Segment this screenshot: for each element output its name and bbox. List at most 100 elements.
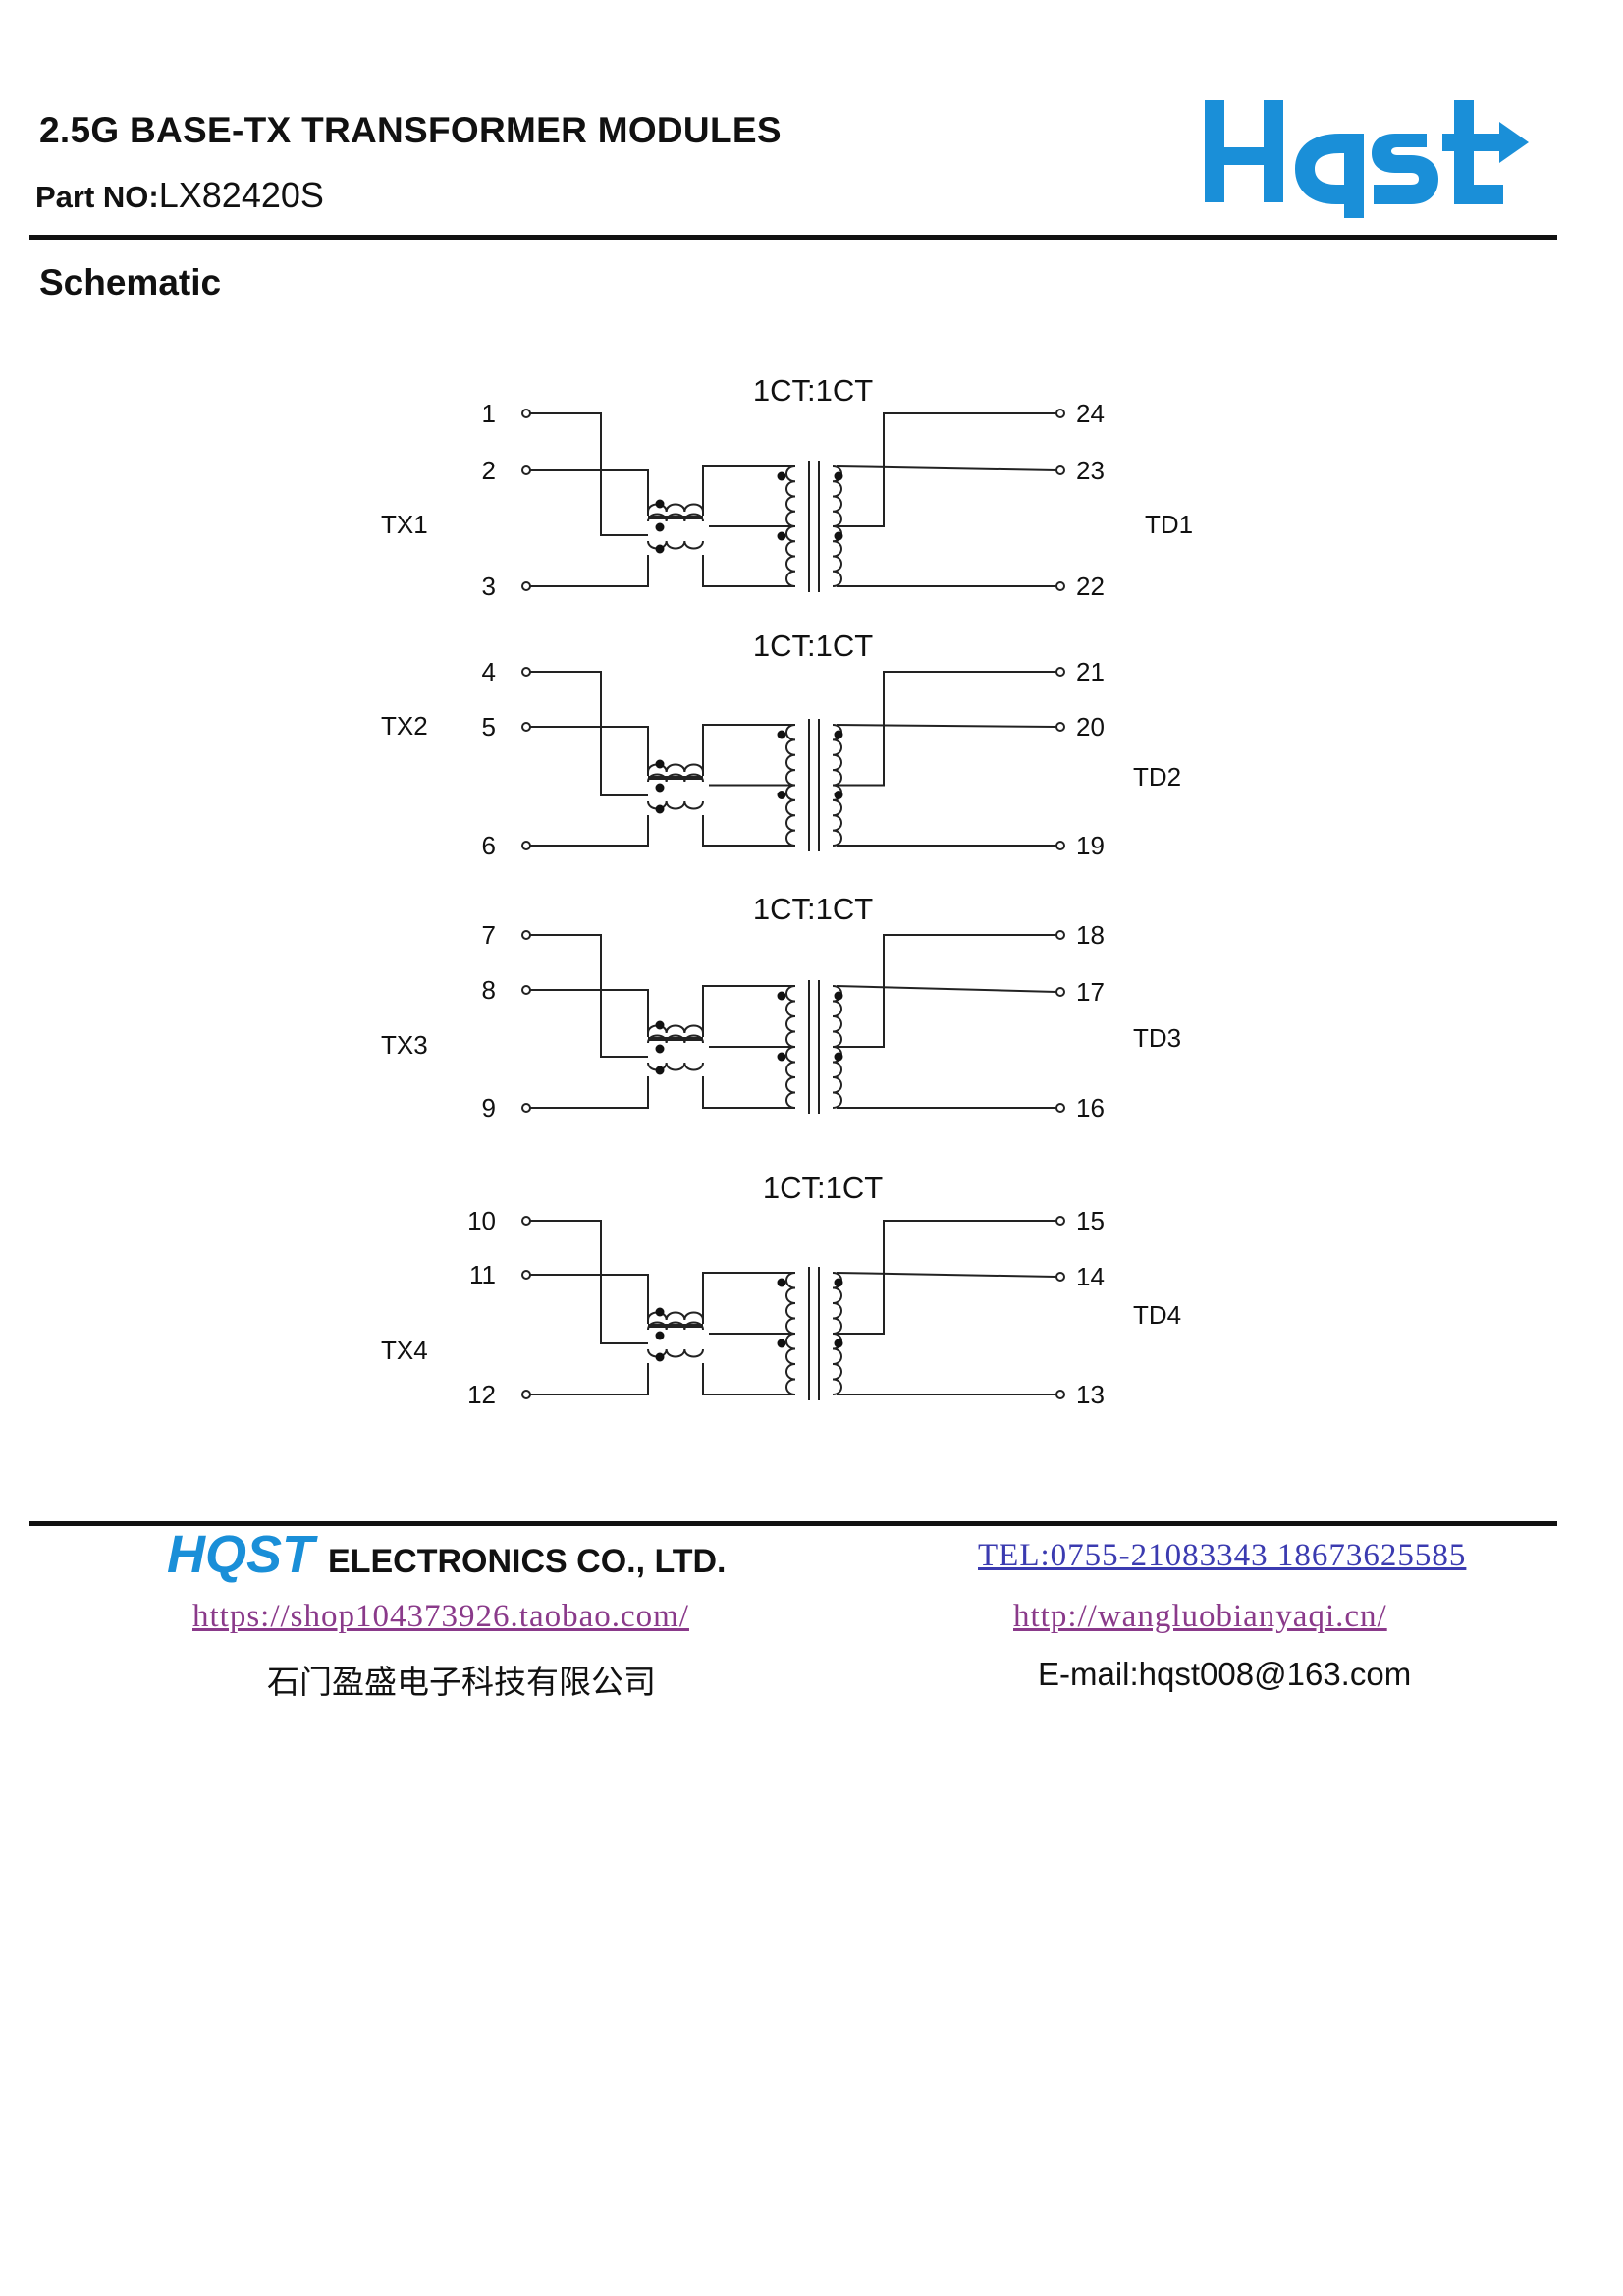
right-pin-number: 22 <box>1076 572 1105 601</box>
polarity-dot <box>655 759 665 769</box>
footer-divider <box>29 1521 1557 1526</box>
choke-winding <box>647 1034 704 1044</box>
company-name: HQST ELECTRONICS CO., LTD. <box>167 1524 727 1585</box>
polarity-dot <box>655 544 665 554</box>
right-pin-number: 19 <box>1076 831 1105 860</box>
pin-terminal <box>1055 841 1065 850</box>
left-pin-number: 1 <box>482 399 496 428</box>
left-pin-number: 2 <box>482 456 496 485</box>
polarity-dot <box>777 791 786 799</box>
document-title: 2.5G BASE-TX TRANSFORMER MODULES <box>39 110 782 150</box>
part-number-label: Part NO: <box>35 180 159 214</box>
pin-terminal <box>521 722 531 732</box>
polarity-dot <box>655 1352 665 1362</box>
pin-terminal <box>521 1390 531 1399</box>
pin-terminal <box>1055 1390 1065 1399</box>
telephone-link[interactable]: TEL:0755-21083343 18673625585 <box>978 1538 1467 1573</box>
right-pin-number: 21 <box>1076 657 1105 686</box>
polarity-dot <box>834 730 843 739</box>
pin-terminal <box>521 1103 531 1113</box>
wire <box>836 465 1057 471</box>
wire <box>836 1272 1057 1278</box>
turns-ratio-label: 1CT:1CT <box>763 1171 883 1205</box>
transformer-winding <box>785 1272 796 1335</box>
right-pin-number: 17 <box>1076 977 1105 1007</box>
pin-terminal <box>521 1216 531 1226</box>
tx-port-label: TX2 <box>381 711 428 740</box>
pin-terminal <box>521 841 531 850</box>
wire <box>836 985 1057 993</box>
pin-terminal <box>521 930 531 940</box>
td-port-label: TD3 <box>1133 1023 1181 1053</box>
polarity-dot <box>777 1052 786 1062</box>
wire <box>837 671 1056 787</box>
transformer-winding <box>785 525 796 587</box>
choke-winding <box>647 773 704 783</box>
transformer-winding <box>785 985 796 1048</box>
pin-terminal <box>1055 987 1065 997</box>
polarity-dot <box>834 531 843 541</box>
polarity-dot <box>777 1278 786 1287</box>
left-pin-number: 3 <box>482 572 496 601</box>
transformer-winding <box>785 784 796 847</box>
part-number-value: LX82420S <box>158 175 324 215</box>
wire <box>530 1076 649 1109</box>
polarity-dot <box>655 1331 665 1340</box>
choke-winding <box>647 513 704 522</box>
hqst-logo <box>1205 100 1529 218</box>
turns-ratio-label: 1CT:1CT <box>753 373 873 408</box>
wire <box>530 934 648 1058</box>
wire <box>530 989 649 1037</box>
left-pin-number: 11 <box>469 1260 496 1289</box>
pin-terminal <box>521 667 531 677</box>
part-number-line: Part NO:LX82420S <box>35 175 324 216</box>
transformer-winding <box>785 1046 796 1109</box>
polarity-dot <box>655 499 665 509</box>
website-url-link[interactable]: http://wangluobianyaqi.cn/ <box>1013 1599 1387 1634</box>
wire <box>530 815 649 847</box>
polarity-dot <box>834 791 843 799</box>
wire <box>837 934 1056 1048</box>
wire <box>702 815 795 847</box>
left-pin-number: 5 <box>482 712 496 741</box>
wire <box>530 469 649 516</box>
polarity-dot <box>777 1339 786 1348</box>
polarity-dot <box>777 471 786 481</box>
tx-port-label: TX4 <box>381 1336 428 1365</box>
transformer-winding <box>785 465 796 527</box>
email-address: E-mail:hqst008@163.com <box>1038 1656 1412 1692</box>
polarity-dot <box>834 1339 843 1348</box>
left-pin-number: 4 <box>482 657 496 686</box>
shop-url-link[interactable]: https://shop104373926.taobao.com/ <box>192 1599 689 1634</box>
turns-ratio-label: 1CT:1CT <box>753 629 873 663</box>
polarity-dot <box>834 1278 843 1287</box>
polarity-dot <box>777 730 786 739</box>
left-pin-number: 7 <box>482 920 496 950</box>
left-pin-number: 12 <box>467 1380 496 1409</box>
pin-terminal <box>521 985 531 995</box>
company-chinese-name: 石门盈盛电子科技有限公司 <box>267 1663 656 1701</box>
pin-terminal <box>1055 409 1065 418</box>
polarity-dot <box>834 471 843 481</box>
company-name-rest: ELECTRONICS CO., LTD. <box>328 1543 727 1580</box>
pin-terminal <box>1055 1103 1065 1113</box>
pin-terminal <box>521 409 531 418</box>
company-brand: HQST <box>167 1525 315 1584</box>
header-divider <box>29 235 1557 240</box>
polarity-dot <box>834 991 843 1001</box>
td-port-label: TD2 <box>1133 762 1181 792</box>
polarity-dot <box>655 783 665 793</box>
pin-terminal <box>521 1270 531 1280</box>
right-pin-number: 14 <box>1076 1262 1105 1291</box>
wire <box>702 1272 795 1324</box>
wire <box>702 724 795 776</box>
pin-terminal <box>521 465 531 475</box>
polarity-dot <box>655 1066 665 1075</box>
wire <box>530 555 649 587</box>
pin-terminal <box>1055 722 1065 732</box>
